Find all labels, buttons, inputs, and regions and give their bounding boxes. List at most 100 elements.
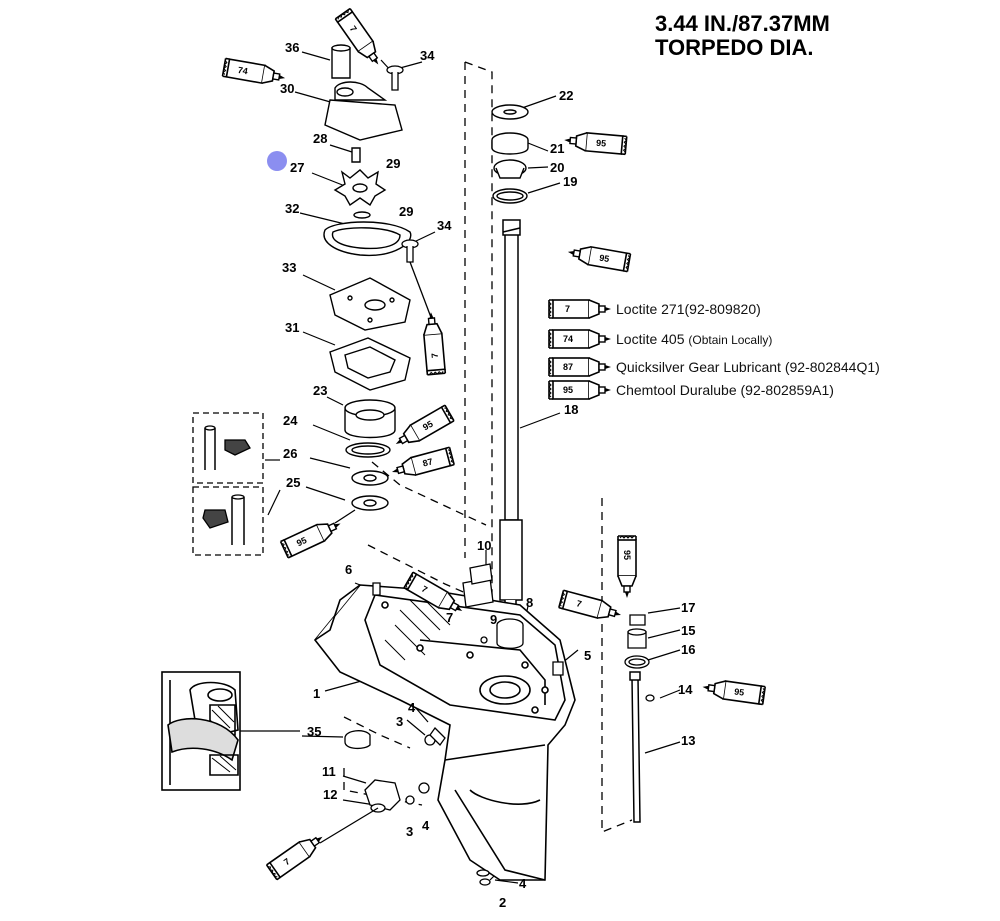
callout-10: 10	[477, 538, 491, 553]
callout-34-top: 34	[420, 48, 435, 63]
title-line-2: TORPEDO DIA.	[655, 35, 814, 60]
svg-text:7: 7	[565, 304, 570, 314]
shift-shaft	[629, 671, 641, 823]
callout-30: 30	[280, 81, 294, 96]
tube-95-bearing: 95	[562, 130, 628, 156]
callout-16: 16	[681, 642, 695, 657]
legend-item-gear-lubricant: Quicksilver Gear Lubricant (92-802844Q1)	[616, 359, 880, 375]
callout-22: 22	[559, 88, 573, 103]
callout-9: 9	[490, 612, 497, 627]
legend-detail: (92-809820)	[684, 301, 761, 317]
detail-box-25	[192, 486, 264, 556]
callout-19: 19	[563, 174, 577, 189]
title-line-1: 3.44 IN./87.37MM	[655, 11, 830, 36]
callout-34-mid: 34	[437, 218, 452, 233]
callout-12: 12	[323, 787, 337, 802]
legend-item-loctite-271: Loctite 271(92-809820)	[616, 301, 761, 317]
tube-95-lower: 95	[279, 514, 346, 559]
tube-95-shaft: 95	[565, 242, 632, 273]
tube-7-housing: 7	[403, 571, 468, 620]
callout-1: 1	[313, 686, 320, 701]
legend-note: (Obtain Locally)	[688, 333, 773, 347]
tube-74-top: 74	[221, 57, 288, 88]
detail-box-24	[192, 412, 264, 484]
callout-4-a: 4	[408, 700, 416, 715]
callout-21: 21	[550, 141, 564, 156]
svg-text:7: 7	[282, 856, 292, 867]
tube-7-shift: 7	[558, 589, 625, 625]
callout-5: 5	[584, 648, 591, 663]
callout-18: 18	[564, 402, 578, 417]
callout-35: 35	[307, 724, 321, 739]
housing-small-parts	[344, 563, 655, 886]
callout-24: 24	[283, 413, 298, 428]
torpedo-diameter-title: 3.44 IN./87.37MM TORPEDO DIA.	[655, 12, 830, 60]
svg-text:74: 74	[237, 65, 249, 77]
svg-text:7: 7	[420, 584, 429, 595]
svg-text:87: 87	[563, 362, 573, 372]
legend-item-loctite-405: Loctite 405 (Obtain Locally)	[616, 331, 772, 347]
callout-2: 2	[499, 895, 506, 910]
svg-text:95: 95	[596, 138, 607, 149]
gearcase-housing	[313, 584, 576, 881]
svg-text:74: 74	[563, 334, 573, 344]
tube-95-shift: 95	[617, 535, 637, 599]
detail-box-35	[161, 671, 241, 791]
legend-name: Loctite 405	[616, 331, 685, 347]
svg-text:95: 95	[421, 419, 435, 433]
callout-31: 31	[285, 320, 299, 335]
drive-shaft	[499, 219, 523, 611]
leader-lines	[240, 51, 681, 884]
callout-36: 36	[285, 40, 299, 55]
callout-27: 27	[290, 160, 304, 175]
callout-26: 26	[283, 446, 297, 461]
callout-7: 7	[446, 610, 453, 625]
legend-tubes: 7 74 87 95	[548, 299, 612, 400]
callout-29-mid: 29	[399, 204, 413, 219]
tube-95-seal: 95	[390, 404, 455, 453]
callout-labels: 36 34 30 28 29 27 29 32 34 33 31 23 24 2…	[280, 40, 695, 910]
callout-15: 15	[681, 623, 695, 638]
svg-text:95: 95	[295, 535, 308, 548]
svg-text:95: 95	[734, 686, 745, 697]
callout-6: 6	[345, 562, 352, 577]
callout-14: 14	[678, 682, 693, 697]
legend-name: Chemtool Duralube	[616, 382, 737, 398]
svg-text:87: 87	[422, 456, 434, 468]
legend-item-duralube: Chemtool Duralube (92-802859A1)	[616, 382, 834, 398]
svg-text:7: 7	[430, 353, 440, 359]
callout-20: 20	[550, 160, 564, 175]
callout-32: 32	[285, 201, 299, 216]
callout-8: 8	[526, 595, 533, 610]
tube-7-screw: 7	[421, 310, 447, 376]
sealant-tubes: 7 74 95 95 7 95 87 95 7 95 7 95 7	[221, 7, 767, 881]
callout-4-c: 4	[519, 876, 527, 891]
legend-name: Loctite 271	[616, 301, 685, 317]
svg-text:95: 95	[563, 385, 573, 395]
callout-33: 33	[282, 260, 296, 275]
tube-95-lower-leader	[334, 509, 356, 524]
callout-29-top: 29	[386, 156, 400, 171]
callout-28: 28	[313, 131, 327, 146]
screw-34-top	[386, 65, 404, 91]
svg-text:95: 95	[622, 550, 632, 560]
svg-text:95: 95	[599, 253, 611, 265]
tube-7-bottom-leader	[319, 807, 379, 844]
svg-text:7: 7	[575, 598, 582, 609]
callout-13: 13	[681, 733, 695, 748]
highlight-marker	[267, 151, 287, 171]
tube-87-seal: 87	[388, 446, 455, 482]
callout-3-b: 3	[406, 824, 413, 839]
callout-25: 25	[286, 475, 300, 490]
legend-name: Quicksilver Gear Lubricant	[616, 359, 781, 375]
tube-95-shift-lower: 95	[700, 677, 767, 706]
tube-7-top: 7	[334, 7, 387, 71]
svg-text:7: 7	[348, 24, 359, 34]
water-pump-assembly	[323, 44, 412, 511]
callout-11: 11	[322, 764, 336, 779]
callout-17: 17	[681, 600, 695, 615]
callout-23: 23	[313, 383, 327, 398]
bearing-stack	[491, 104, 529, 204]
